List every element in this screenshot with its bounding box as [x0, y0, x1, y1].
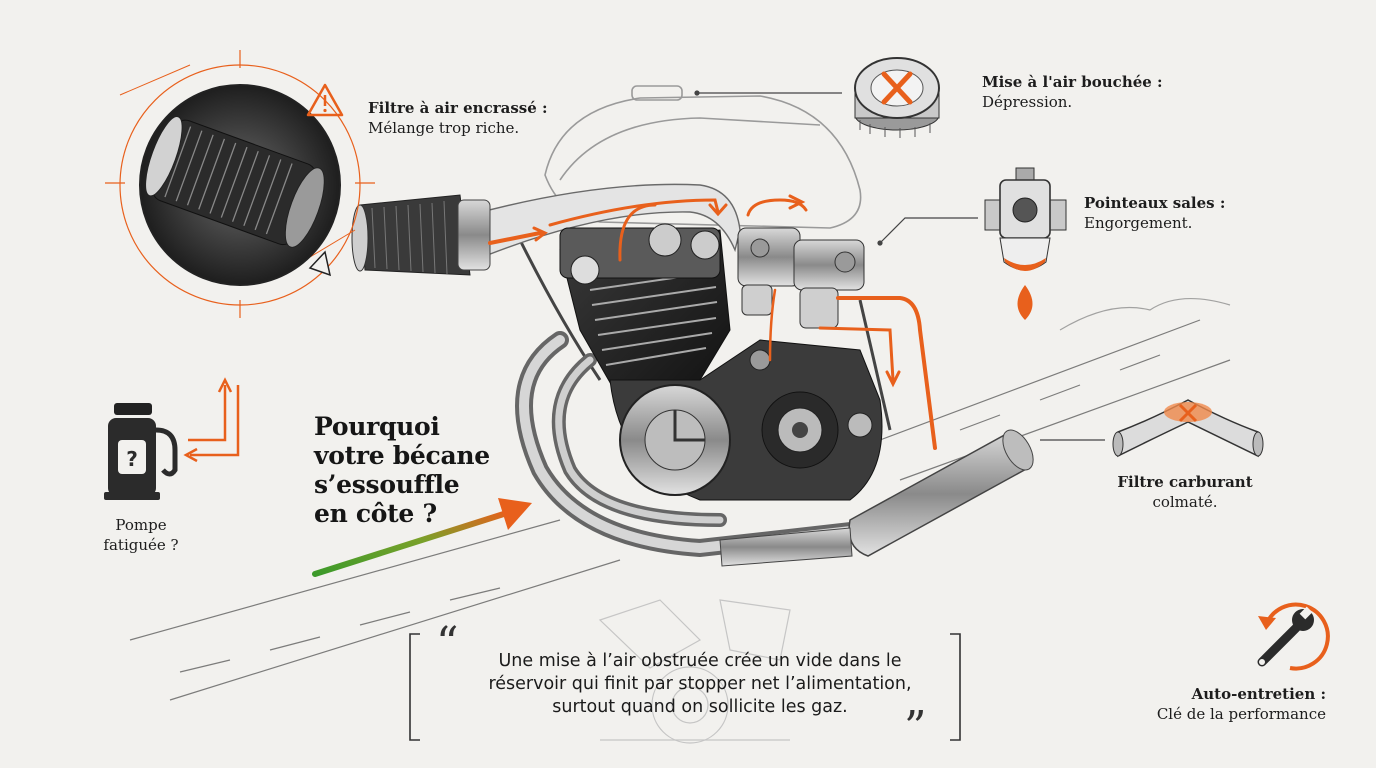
- headline-line-2: votre bécane: [314, 441, 490, 470]
- quote-line-1: Une mise à l’air obstruée crée un vide d…: [498, 651, 902, 671]
- callout-needles: Pointeaux sales : Engorgement.: [1084, 193, 1264, 233]
- warning-icon: [306, 83, 344, 117]
- callout-vent-title: Mise à l'air bouchée :: [982, 73, 1163, 91]
- quote-brackets: [409, 633, 961, 741]
- svg-text:?: ?: [126, 447, 138, 471]
- engine-block: [559, 223, 883, 501]
- callout-pump-title: Pompe: [115, 516, 167, 534]
- engine-ghost-sketch: [598, 599, 791, 744]
- headline-line-3: s’essouffle: [314, 470, 460, 499]
- pinched-hose-icon: [1112, 399, 1264, 458]
- leader-lines: [694, 90, 1105, 441]
- callout-fuel-filter: Filtre carburant colmaté.: [1110, 472, 1260, 512]
- fuel-cap-icon: [854, 57, 940, 138]
- quote-close-mark: ”: [904, 702, 927, 753]
- muffler: [719, 429, 1034, 567]
- callout-air-filter: Filtre à air encrassé : Mélange trop ric…: [368, 98, 568, 138]
- quote-open-mark: “: [436, 618, 459, 669]
- callout-pump-desc: fatiguée ?: [103, 536, 179, 554]
- callout-needles-desc: Engorgement.: [1084, 214, 1193, 232]
- uphill-arrow: [312, 498, 532, 577]
- callout-fuel-filter-title: Filtre carburant: [1117, 473, 1253, 491]
- callout-air-filter-title: Filtre à air encrassé :: [368, 99, 548, 117]
- callout-maintenance: Auto-entretien : Clé de la performance: [1126, 684, 1326, 724]
- air-filter-magnifier: [105, 50, 375, 318]
- quote-line-2: réservoir qui finit par stopper net l’al…: [488, 674, 912, 694]
- pump-flow-arrows: [183, 377, 240, 463]
- headline: Pourquoi votre bécane s’essouffle en côt…: [314, 412, 514, 528]
- carburetor-needle-icon: [984, 167, 1067, 320]
- quote-line-3: surtout quand on sollicite les gaz.: [552, 697, 848, 717]
- fuel-pump-icon: ?: [104, 403, 178, 500]
- callout-vent: Mise à l'air bouchée : Dépression.: [982, 72, 1182, 112]
- cone-air-filter: [351, 194, 491, 276]
- headline-line-1: Pourquoi: [314, 412, 440, 441]
- callout-needles-title: Pointeaux sales :: [1084, 194, 1226, 212]
- carburetor-assembly: [737, 227, 865, 329]
- wrench-icon: [1257, 602, 1330, 671]
- callout-maintenance-desc: Clé de la performance: [1156, 705, 1326, 723]
- callout-maintenance-title: Auto-entretien :: [1191, 685, 1326, 703]
- callout-pump: Pompe fatiguée ?: [86, 515, 196, 555]
- quote-text: Une mise à l’air obstruée crée un vide d…: [440, 650, 960, 719]
- exhaust-pipes: [515, 331, 869, 558]
- callout-air-filter-desc: Mélange trop riche.: [368, 119, 520, 137]
- headline-line-4: en côte ?: [314, 499, 437, 528]
- callout-fuel-filter-desc: colmaté.: [1152, 493, 1218, 511]
- flow-arrows: [488, 194, 937, 450]
- callout-vent-desc: Dépression.: [982, 93, 1073, 111]
